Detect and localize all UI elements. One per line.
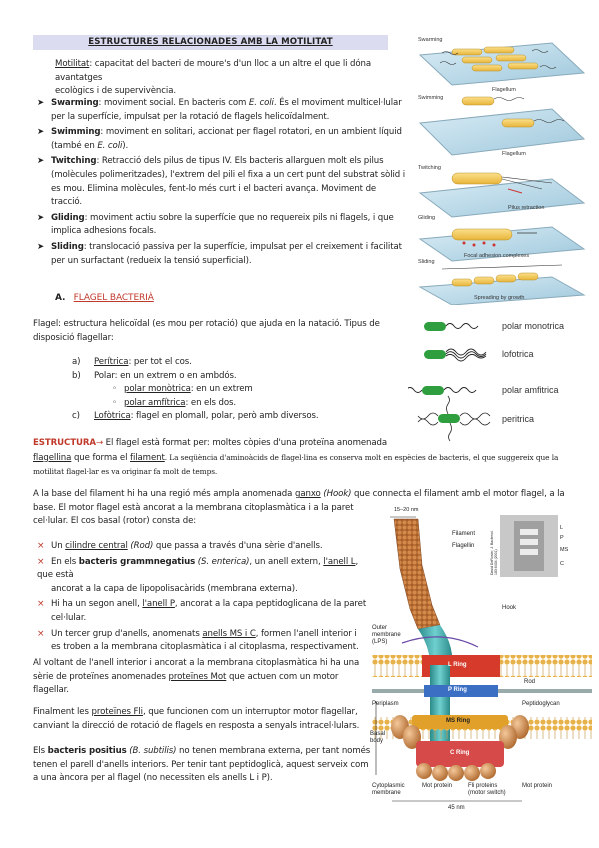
- x-bullet-icon: ×: [37, 541, 45, 551]
- twitching-panel: [418, 172, 586, 218]
- chevron-right-icon: ➤: [37, 212, 45, 223]
- flagella-type-label: lofotrica: [502, 349, 534, 359]
- diagram-label: C: [560, 561, 564, 567]
- chevron-right-icon: ➤: [37, 156, 45, 167]
- disposition-list: a)Perítrica: per tot el cos. b)Polar: en…: [72, 356, 372, 424]
- gliding-panel: [418, 226, 586, 262]
- diagram-label: 45 nm: [448, 805, 465, 811]
- x-bullet-icon: ×: [37, 556, 45, 567]
- list-item: ➤Swarming: moviment social. En bacteris …: [37, 98, 402, 122]
- list-item: ◦polar monòtrica: en un extrem: [112, 384, 253, 395]
- diagram-label: Basal body: [370, 731, 386, 744]
- swarming-panel: [418, 42, 586, 86]
- basal-body-parts: ×Un cilindre central (Rod) que passa a t…: [37, 540, 372, 655]
- swimming-panel: [418, 96, 586, 156]
- diagram-label: Peptidoglycan: [522, 701, 560, 707]
- chevron-right-icon: ➤: [37, 241, 45, 252]
- motility-panels-svg: [418, 42, 586, 306]
- list-item: a)Perítrica: per tot el cos.: [72, 357, 192, 367]
- diagram-label: L Ring: [448, 662, 467, 668]
- panel-label: Swarming: [418, 37, 443, 43]
- panel-label: Flagellum: [492, 87, 516, 93]
- diagram-label: MS: [560, 547, 569, 553]
- flagella-type-label: polar monotrica: [502, 321, 565, 331]
- flagella-types-figure: polar monotrica lofotrica polar amfitric…: [405, 312, 593, 442]
- list-item: ×Hi ha un segon anell, l'anell P, ancora…: [37, 598, 372, 612]
- panel-label: Spreading by growth: [474, 295, 525, 301]
- diagram-label: Outer membrane (LPS): [372, 625, 401, 645]
- diagram-label: Fli proteins (motor switch): [468, 783, 506, 796]
- base-paragraph: A la base del filament hi ha una regió m…: [33, 489, 565, 527]
- x-bullet-icon: ×: [37, 599, 45, 610]
- diagram-label: Periplasm: [372, 701, 399, 707]
- diagram-label: Rod: [524, 679, 536, 685]
- positius-paragraph: Els bacteris positius (B. subtilis) no t…: [33, 746, 371, 784]
- flagellum-diagram-svg: [372, 515, 592, 802]
- list-item: ×Un cilindre central (Rod) que passa a t…: [37, 540, 372, 554]
- diagram-label: P Ring: [448, 687, 467, 693]
- estructura-paragraph: ESTRUCTURA→ El flagel està format per: m…: [33, 438, 559, 476]
- chevron-right-icon: ➤: [37, 127, 45, 138]
- list-item: ◦polar amfítrica: en els dos.: [112, 397, 237, 408]
- diagram-label: Mot protein: [422, 783, 453, 789]
- list-item: b)Polar: en un extrem o en ambdós.: [72, 370, 237, 381]
- diagram-label: Hook: [502, 605, 517, 611]
- list-item: c)Lofòtrica: flagel en plomall, polar, p…: [72, 411, 319, 422]
- motility-figure: Swarming Flagellum Swimming Flagellum Tw…: [412, 33, 590, 306]
- diagram-credit: David DeRosier, J. Bacteriol. 183:6404 (…: [490, 530, 498, 575]
- list-item: ×En els bacteris grammnegatius (S. enter…: [37, 556, 359, 581]
- list-item: ➤Sliding: translocació passiva per la su…: [37, 241, 402, 266]
- diagram-label: MS Ring: [446, 718, 470, 724]
- mot-paragraph: Al voltant de l'anell interior i ancorat…: [33, 658, 360, 696]
- panel-label: Pilus retraction: [508, 205, 545, 211]
- diagram-label: Cytoplasmic membrane: [372, 783, 405, 796]
- list-item: ➤Twitching: Retracció dels pilus de tipu…: [37, 156, 406, 208]
- motility-types-list: ➤Swarming: moviment social. En bacteris …: [37, 97, 407, 268]
- flagel-intro: Flagel: estructura helicoïdal (es mou pe…: [33, 319, 380, 343]
- flagella-type-label: peritrica: [502, 414, 535, 424]
- page-title: ESTRUCTURES RELACIONADES AMB LA MOTILITA…: [33, 35, 388, 50]
- x-bullet-icon: ×: [37, 628, 45, 639]
- panel-label: Gliding: [418, 215, 436, 221]
- fli-paragraph: Finalment les proteïnes Fli, que funcion…: [33, 707, 360, 731]
- diagram-label: C Ring: [450, 750, 470, 756]
- diagram-label: L: [560, 525, 564, 531]
- panel-label: Sliding: [418, 259, 435, 265]
- diagram-label: P: [560, 535, 564, 541]
- diagram-label: 15–20 nm: [394, 507, 419, 513]
- panel-label: Focal adhesion complexes: [464, 253, 530, 259]
- diagram-label: Mot protein: [522, 783, 553, 789]
- panel-label: Flagellum: [502, 151, 526, 157]
- sliding-panel: [418, 264, 586, 306]
- panel-label: Swimming: [418, 95, 444, 101]
- flagellum-diagram: 15–20 nm Filament Flagellin Hook Outer m…: [370, 505, 592, 820]
- flagella-types-svg: [405, 322, 491, 442]
- list-item: ×Un tercer grup d'anells, anomenats anel…: [37, 628, 372, 642]
- motilitat-term: Motilitat: [55, 59, 90, 69]
- flagella-type-label: polar amfitrica: [502, 385, 559, 395]
- diagram-label: Filament: [452, 531, 476, 537]
- chevron-right-icon: ➤: [37, 98, 45, 108]
- motilitat-definition: Motilitat: capacitat del bacteri de mour…: [55, 59, 372, 97]
- section-heading: A. FLAGEL BACTERIÀ: [55, 293, 154, 303]
- panel-label: Twitching: [418, 165, 441, 171]
- diagram-label: Flagellin: [452, 543, 475, 549]
- list-item: ➤Swimming: moviment en solitari, acciona…: [37, 127, 402, 151]
- list-item: ➤Gliding: moviment actiu sobre la superf…: [37, 212, 394, 237]
